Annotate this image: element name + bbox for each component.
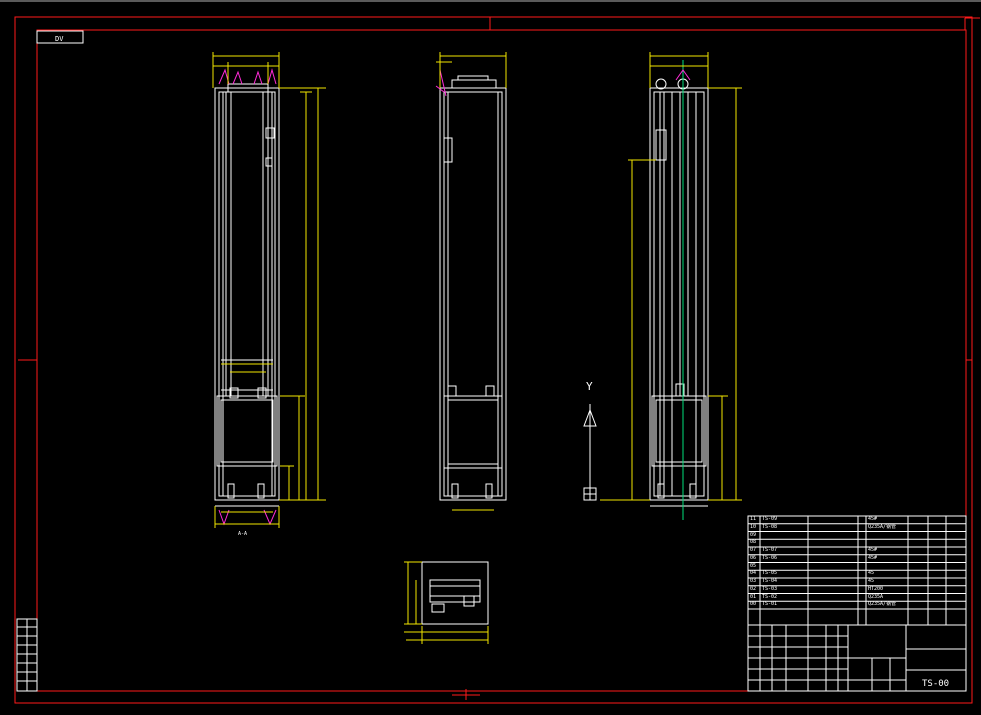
side-view bbox=[435, 52, 507, 511]
parts-cell-no: 10 bbox=[750, 523, 757, 530]
parts-row: 07 TS-07 45# bbox=[748, 547, 966, 555]
parts-cell-no: 06 bbox=[750, 554, 757, 561]
parts-cell-code: TS-07 bbox=[762, 547, 778, 553]
center-marks bbox=[18, 17, 972, 700]
parts-cell-code: TS-01 bbox=[762, 601, 778, 608]
parts-cell-material: 45# bbox=[868, 547, 878, 553]
parts-cell-material: Q235A bbox=[868, 593, 884, 600]
parts-cell-material: HT200 bbox=[868, 585, 884, 592]
right-view bbox=[600, 52, 742, 520]
parts-cell-no: 02 bbox=[750, 585, 757, 592]
parts-cell-no: 07 bbox=[750, 547, 757, 553]
top-view bbox=[404, 561, 489, 644]
parts-row: 06 TS-06 45# bbox=[748, 555, 966, 563]
parts-row: 05 bbox=[748, 563, 966, 571]
parts-cell-material: 45# bbox=[868, 516, 878, 522]
parts-row: 09 bbox=[748, 532, 966, 540]
parts-row: 03 TS-04 45 bbox=[748, 578, 966, 586]
parts-row: 01 TS-02 Q235A bbox=[748, 594, 966, 602]
parts-cell-code: TS-03 bbox=[762, 585, 778, 592]
parts-cell-no: 04 bbox=[750, 570, 757, 577]
section-label: A-A bbox=[238, 531, 247, 537]
parts-cell-code: TS-04 bbox=[762, 578, 778, 584]
parts-cell-no: 00 bbox=[750, 601, 757, 608]
parts-cell-no: 01 bbox=[750, 593, 757, 600]
view-tag-label: DV bbox=[55, 35, 64, 43]
parts-cell-no: 09 bbox=[750, 531, 757, 538]
parts-row: 10 TS-08 Q235A/钢管 bbox=[748, 524, 966, 532]
view-tag: DV bbox=[36, 30, 84, 44]
front-view: A-A bbox=[212, 52, 326, 537]
drawing-number: TS-00 bbox=[922, 679, 949, 689]
parts-row: 08 bbox=[748, 539, 966, 547]
parts-cell-code: TS-06 bbox=[762, 554, 778, 561]
parts-cell-code: TS-02 bbox=[762, 593, 778, 600]
parts-row: 04 TS-05 45 bbox=[748, 570, 966, 578]
title-block: TS-00 bbox=[747, 515, 967, 692]
parts-cell-no: 11 bbox=[750, 516, 757, 522]
ucs-axis: Y bbox=[583, 380, 597, 501]
parts-row: 11 TS-09 45# bbox=[748, 516, 966, 524]
y-axis-label: Y bbox=[586, 380, 593, 393]
parts-row: 02 TS-03 HT200 bbox=[748, 586, 966, 594]
parts-cell-code: TS-09 bbox=[762, 516, 778, 522]
parts-cell-material: 45 bbox=[868, 570, 875, 577]
parts-cell-no: 03 bbox=[750, 578, 757, 584]
parts-cell-no: 05 bbox=[750, 562, 757, 569]
parts-cell-material: Q235A/钢管 bbox=[868, 601, 897, 608]
parts-cell-no: 08 bbox=[750, 539, 757, 546]
parts-cell-material: 45 bbox=[868, 578, 875, 584]
parts-cell-code: TS-08 bbox=[762, 523, 778, 530]
parts-row: 00 TS-01 Q235A/钢管 bbox=[748, 601, 966, 609]
revision-strip bbox=[16, 618, 38, 692]
parts-cell-material: 45# bbox=[868, 554, 878, 561]
parts-cell-code: TS-05 bbox=[762, 570, 778, 577]
parts-cell-material: Q235A/钢管 bbox=[868, 523, 897, 530]
